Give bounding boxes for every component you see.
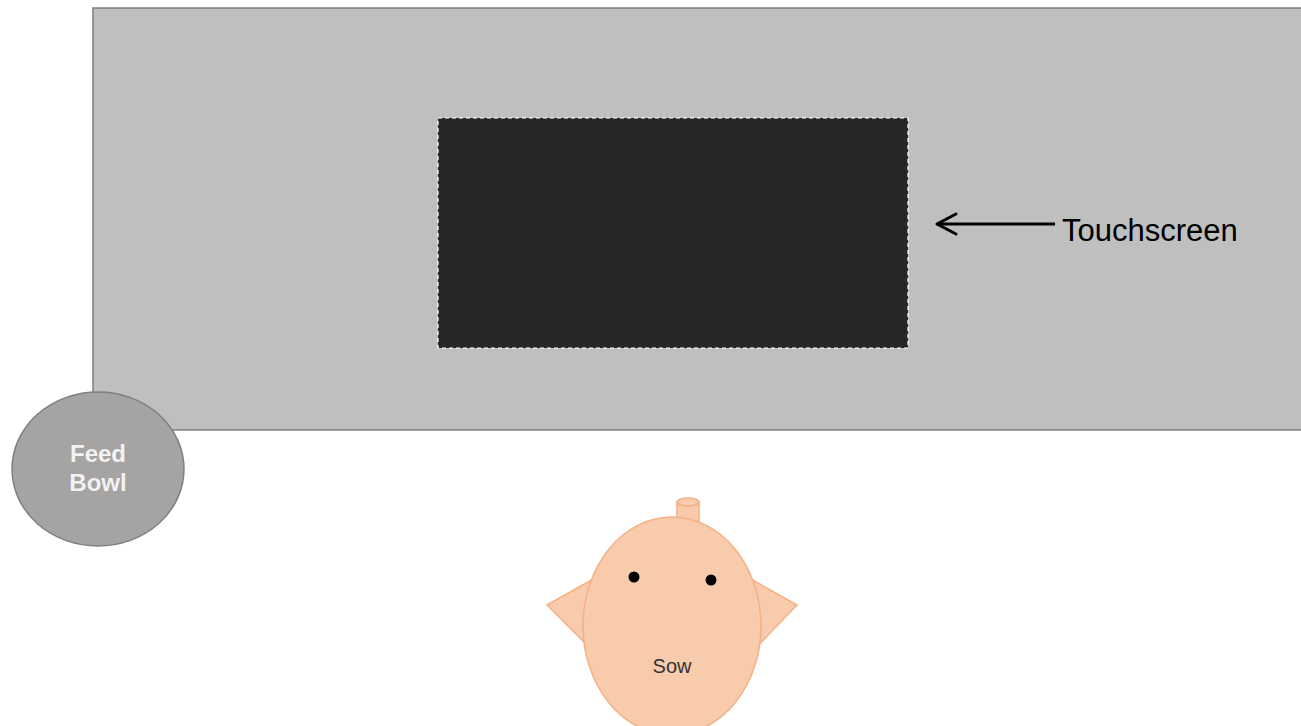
pen-wall xyxy=(93,8,1301,430)
feed-bowl-shape xyxy=(12,392,184,546)
bowl-label: Feed Bowl xyxy=(57,440,139,498)
snout-top xyxy=(677,498,699,506)
touchscreen-panel xyxy=(438,118,908,348)
left-eye xyxy=(629,572,640,583)
callout-label: Touchscreen xyxy=(1062,212,1238,249)
leader-arrow-head xyxy=(937,214,956,234)
feed-bowl: Feed Bowl xyxy=(11,391,185,547)
leader-arrow xyxy=(937,223,1055,226)
sow-head-shape xyxy=(583,517,761,726)
sow-head: Sow xyxy=(582,516,762,726)
right-eye xyxy=(706,575,717,586)
sow-label: Sow xyxy=(612,654,732,678)
sow-head-outline xyxy=(582,516,762,726)
